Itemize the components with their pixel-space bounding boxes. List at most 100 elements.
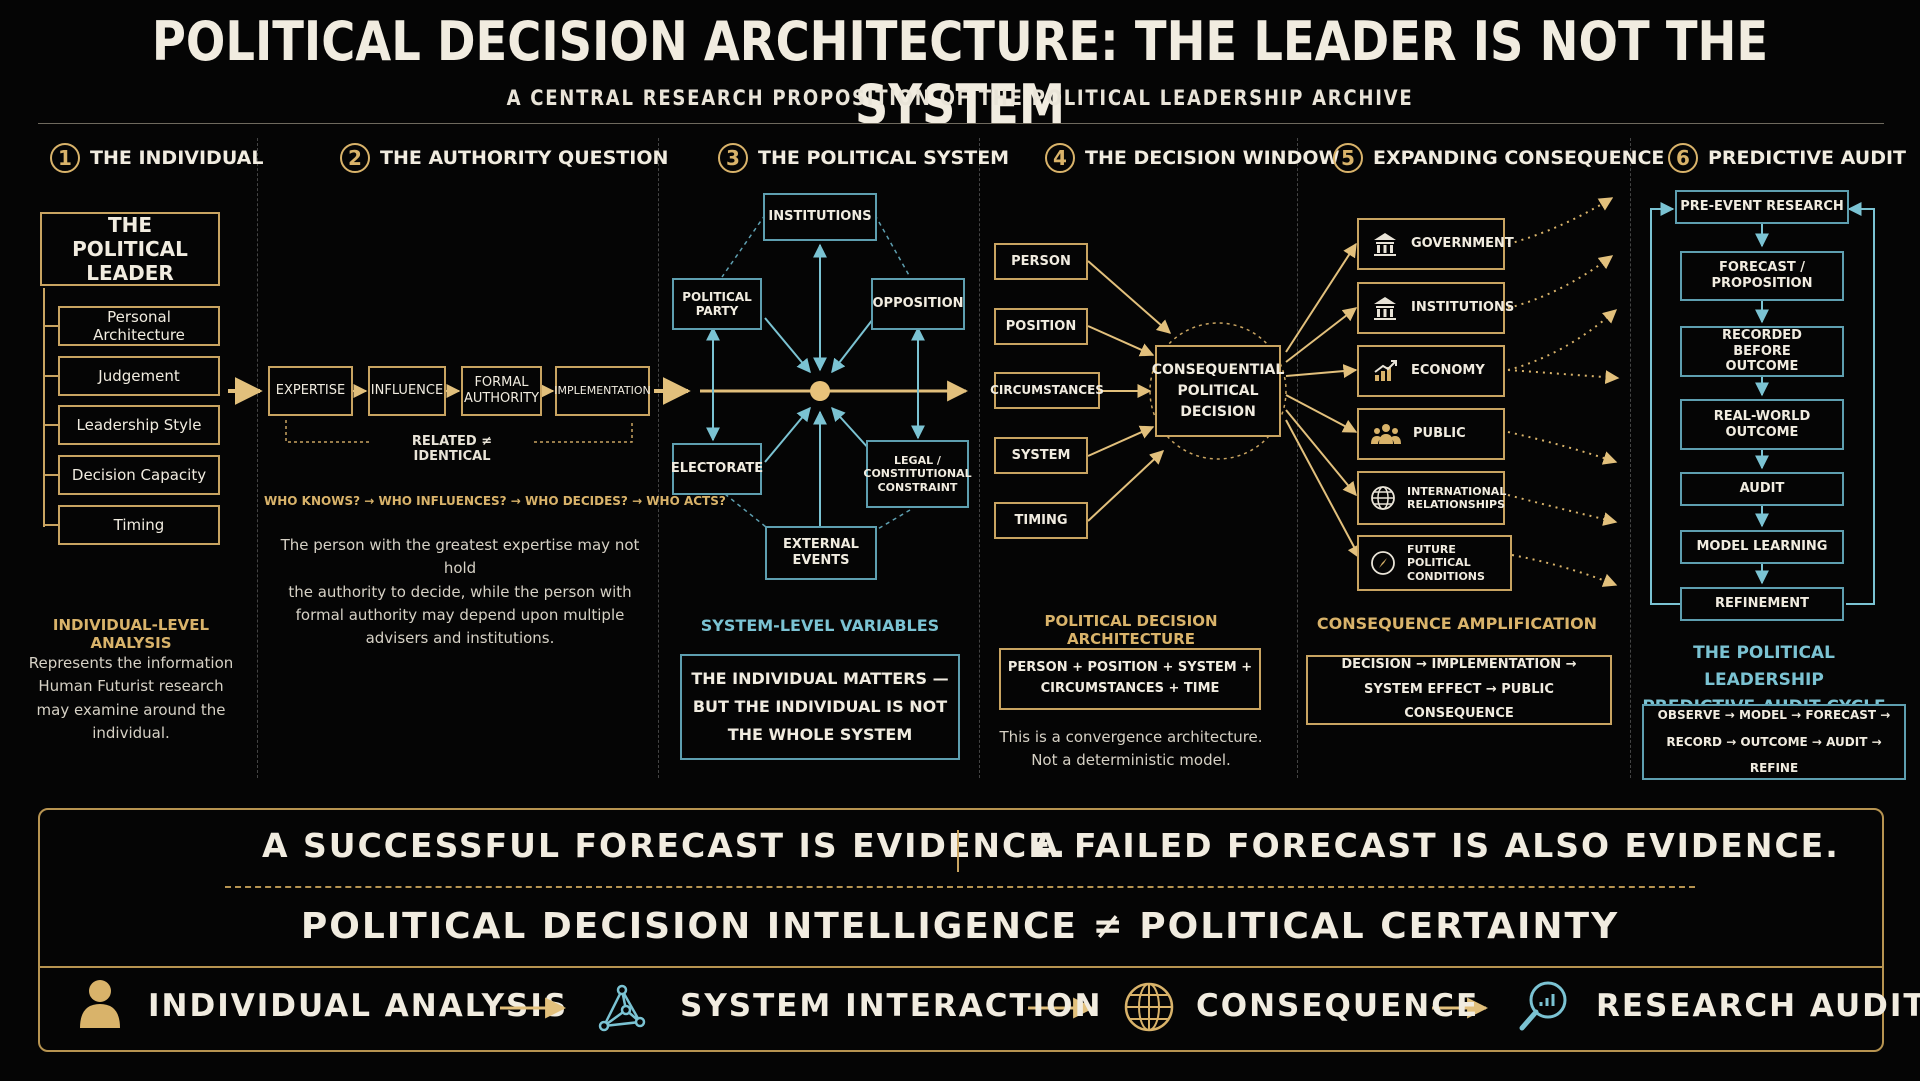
- government-building-icon: [1374, 233, 1396, 256]
- consequential-decision-box: CONSEQUENTIAL POLITICAL DECISION: [1152, 345, 1284, 437]
- input-system: SYSTEM: [994, 437, 1088, 474]
- step-number-badge: 6: [1668, 143, 1698, 173]
- audit-step-forecast: FORECAST / PROPOSITION: [1680, 251, 1844, 301]
- pipeline-label-audit: RESEARCH AUDIT: [1596, 988, 1920, 1024]
- formula-line: PERSON + POSITION + SYSTEM +: [1007, 660, 1253, 676]
- step-number-badge: 2: [340, 143, 370, 173]
- column-divider: [658, 138, 659, 778]
- section-title: PREDICTIVE AUDIT: [1708, 147, 1906, 169]
- consequence-institutions: INSTITUTIONS: [1357, 282, 1514, 334]
- system-statement-box: THE INDIVIDUAL MATTERS — BUT THE INDIVID…: [680, 654, 960, 760]
- flow-line: DECISION → IMPLEMENTATION →: [1341, 656, 1577, 672]
- section-title: THE INDIVIDUAL: [90, 147, 264, 169]
- consequence-label: ECONOMY: [1411, 363, 1485, 379]
- caption-line: may examine around the: [36, 700, 226, 719]
- input-position: POSITION: [994, 308, 1088, 345]
- individual-item-timing: Timing: [58, 505, 220, 545]
- audit-cycle-box: OBSERVE → MODEL → FORECAST → RECORD → OU…: [1642, 704, 1906, 780]
- step-number-badge: 5: [1333, 143, 1363, 173]
- section-heading-authority: 2 THE AUTHORITY QUESTION: [340, 140, 668, 176]
- column-divider: [1630, 138, 1631, 778]
- step-number-badge: 1: [50, 143, 80, 173]
- individual-item-decision-capacity: Decision Capacity: [58, 455, 220, 495]
- person-icon: [78, 978, 122, 1030]
- consequence-label: FUTURE POLITICAL CONDITIONS: [1407, 543, 1485, 583]
- chain-formal-authority: FORMAL AUTHORITY: [461, 366, 542, 416]
- section-title: EXPANDING CONSEQUENCE: [1373, 147, 1665, 169]
- consequence-public: PUBLIC: [1357, 408, 1505, 460]
- column-divider: [1297, 138, 1298, 778]
- caption-line: the authority to decide, while the perso…: [288, 582, 632, 601]
- caption-line: Not a deterministic model.: [1031, 751, 1231, 770]
- consequence-label: INSTITUTIONS: [1411, 300, 1515, 316]
- decision-architecture-label: POLITICAL DECISION ARCHITECTURE: [1044, 612, 1218, 648]
- chain-influence: INFLUENCE: [368, 366, 446, 416]
- audit-step-recorded-before-outcome: RECORDED BEFORE OUTCOME: [1680, 326, 1844, 377]
- flow-line: SYSTEM EFFECT → PUBLIC CONSEQUENCE: [1364, 681, 1554, 722]
- caption-line: advisers and institutions.: [365, 629, 555, 647]
- system-node-external-events: EXTERNAL EVENTS: [765, 526, 877, 580]
- pipeline-label-system: SYSTEM INTERACTION: [680, 988, 1103, 1024]
- column-divider: [257, 138, 258, 778]
- audit-step-audit: AUDIT: [1680, 472, 1844, 506]
- cycle-line: RECORD → OUTCOME → AUDIT → REFINE: [1666, 734, 1882, 776]
- decision-line: DECISION: [1180, 403, 1256, 420]
- pipeline-label-consequence: CONSEQUENCE: [1196, 988, 1480, 1024]
- step-number-badge: 4: [1045, 143, 1075, 173]
- public-people-icon: [1371, 424, 1401, 444]
- network-icon: [596, 982, 648, 1034]
- footer-solid-divider: [38, 966, 1884, 968]
- statement-line: THE INDIVIDUAL MATTERS —: [691, 669, 949, 688]
- individual-item-judgement: Judgement: [58, 356, 220, 396]
- globe-icon: [1371, 486, 1395, 510]
- section-title: THE DECISION WINDOW: [1085, 147, 1340, 169]
- evidence-statement-failure: A FAILED FORECAST IS ALSO EVIDENCE.: [1033, 826, 1840, 865]
- section-heading-consequence: 5 EXPANDING CONSEQUENCE: [1333, 140, 1664, 176]
- column-divider: [979, 138, 980, 778]
- magnifier-chart-icon: [1518, 978, 1570, 1032]
- consequence-label: PUBLIC: [1413, 426, 1466, 442]
- individual-item-leadership-style: Leadership Style: [58, 405, 220, 445]
- audit-step-real-world-outcome: REAL-WORLD OUTCOME: [1680, 399, 1844, 450]
- caption-line: Human Futurist research: [38, 677, 224, 696]
- statement-line: BUT THE INDIVIDUAL IS NOT: [692, 697, 948, 716]
- section-heading-system: 3 THE POLITICAL SYSTEM: [718, 140, 1009, 176]
- statement-line: THE WHOLE SYSTEM: [727, 725, 913, 744]
- label-line: THE POLITICAL LEADERSHIP: [1693, 643, 1835, 691]
- section-heading-audit: 6 PREDICTIVE AUDIT: [1668, 140, 1906, 176]
- page-subtitle: A CENTRAL RESEARCH PROPOSITION OF THE PO…: [506, 86, 1414, 110]
- individual-level-label: INDIVIDUAL-LEVEL ANALYSIS: [52, 616, 210, 652]
- consequence-label: INTERNATIONAL RELATIONSHIPS: [1407, 484, 1507, 511]
- decision-formula-box: PERSON + POSITION + SYSTEM + CIRCUMSTANC…: [999, 648, 1261, 710]
- authority-caption: The person with the greatest expertise m…: [270, 534, 650, 650]
- system-node-legal-constraint: LEGAL / CONSTITUTIONAL CONSTRAINT: [863, 440, 972, 508]
- related-not-identical-label: RELATED ≠ IDENTICAL: [411, 434, 493, 464]
- pipeline-label-individual: INDIVIDUAL ANALYSIS: [148, 988, 569, 1024]
- economy-chart-icon: [1374, 360, 1397, 381]
- system-node-opposition: OPPOSITION: [871, 278, 965, 330]
- institutions-building-icon: [1374, 297, 1396, 320]
- system-level-label: SYSTEM-LEVEL VARIABLES: [700, 616, 940, 635]
- consequence-economy: ECONOMY: [1357, 345, 1505, 397]
- footer-dashed-divider: [225, 886, 1695, 888]
- caption-line: This is a convergence architecture.: [999, 728, 1263, 746]
- chain-implementation: IMPLEMENTATION: [554, 366, 651, 416]
- globe-icon: [1122, 980, 1176, 1034]
- leader-line-2: POLITICAL LEADER: [72, 237, 188, 285]
- principle-statement: POLITICAL DECISION INTELLIGENCE ≠ POLITI…: [300, 906, 1620, 947]
- consequence-label: GOVERNMENT: [1411, 236, 1514, 252]
- page-title: POLITICAL DECISION ARCHITECTURE: THE LEA…: [151, 10, 1769, 136]
- audit-step-model-learning: MODEL LEARNING: [1680, 530, 1844, 564]
- title-divider: [38, 123, 1884, 124]
- consequence-amplification-label: CONSEQUENCE AMPLIFICATION: [1316, 614, 1598, 633]
- footer-panel: [38, 808, 1884, 1052]
- cycle-line: OBSERVE → MODEL → FORECAST →: [1657, 708, 1891, 723]
- leader-line-1: THE: [107, 213, 153, 237]
- compass-icon: [1371, 551, 1395, 575]
- caption-line: The person with the greatest expertise m…: [280, 536, 640, 578]
- input-circumstances: CIRCUMSTANCES: [990, 372, 1104, 409]
- caption-line: formal authority may depend upon multipl…: [295, 605, 625, 624]
- system-node-electorate: ELECTORATE: [671, 443, 763, 495]
